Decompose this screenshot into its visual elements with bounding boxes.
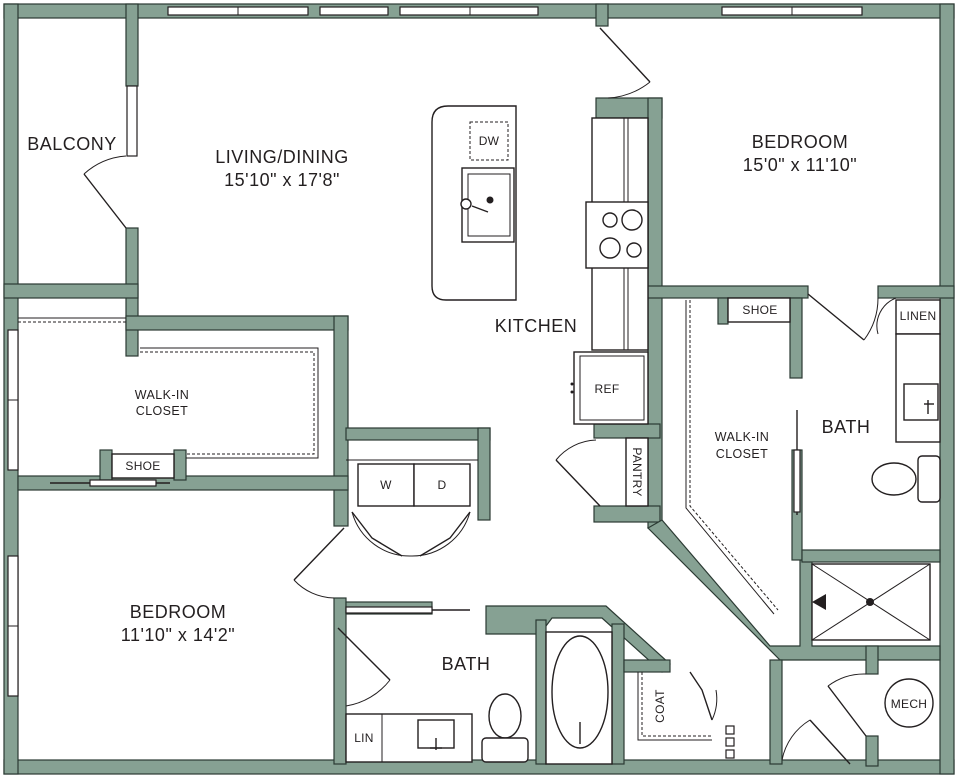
wall-coat-top — [623, 659, 671, 673]
walkin2-line2: CLOSET — [716, 447, 768, 461]
room-bedroom2-name: BEDROOM — [130, 602, 227, 622]
toilet-bath1 — [871, 462, 917, 496]
linen-closet — [895, 299, 941, 335]
wall-bed1-bottom — [647, 285, 809, 299]
pantry-shelf — [625, 437, 649, 507]
labels: BALCONY LIVING/DINING 15'10" x 17'8" KIT… — [27, 132, 936, 745]
dishwasher-outline — [469, 121, 509, 161]
burner-icon — [621, 209, 643, 231]
burner-icon — [602, 212, 618, 228]
toilet-bath2 — [488, 693, 522, 739]
wall-tub-left — [535, 619, 547, 765]
wall-laundry-right — [477, 427, 491, 521]
burner-icon — [626, 242, 642, 258]
room-living-dim: 15'10" x 17'8" — [224, 170, 340, 190]
mech-unit — [884, 678, 934, 728]
kitchen-fixtures — [431, 105, 649, 507]
label-mech: MECH — [891, 697, 928, 711]
label-lin: LIN — [354, 731, 374, 745]
shower-head-icon — [812, 594, 826, 610]
wall-kitchen-right — [647, 97, 663, 529]
room-bath2: BATH — [442, 654, 491, 674]
wall-bed1-left — [595, 3, 609, 27]
walkin1-line2: CLOSET — [136, 404, 188, 418]
label-shoe-right: SHOE — [742, 303, 777, 317]
wall-balcony-bottom — [3, 283, 139, 299]
label-shoe-left: SHOE — [125, 459, 160, 473]
dryer — [413, 463, 471, 507]
walkin2-line1: WALK-IN — [715, 430, 769, 444]
sink-bath1 — [903, 383, 939, 421]
shoe-shelf-left — [111, 453, 175, 479]
wall-shoe-left-side2 — [173, 449, 187, 481]
wall-bed1-bottom-right — [877, 285, 955, 299]
wall-pantry-bottom — [593, 505, 661, 523]
label-dw: DW — [479, 134, 500, 148]
wall-laundry-top — [345, 427, 491, 441]
walkin1-line1: WALK-IN — [135, 388, 189, 402]
toilet-tank-bath2 — [481, 737, 529, 763]
wall-coat-left — [611, 623, 625, 765]
windows — [7, 6, 863, 697]
label-coat: COAT — [653, 689, 667, 723]
label-dryer: D — [438, 478, 447, 492]
wall-bottom — [3, 759, 955, 775]
walls — [3, 3, 955, 775]
wall-bath2-top-right — [485, 605, 671, 673]
room-bedroom1-name: BEDROOM — [752, 132, 849, 152]
wall-shoe-right-l — [717, 297, 729, 325]
label-pantry: PANTRY — [630, 447, 644, 496]
room-bath1: BATH — [822, 417, 871, 437]
wall-mech-left — [865, 645, 879, 675]
room-living-name: LIVING/DINING — [215, 147, 349, 167]
wall-closet-top — [125, 315, 349, 331]
window-top-3 — [399, 6, 539, 16]
washer — [357, 463, 415, 507]
faucet-icon — [486, 196, 494, 204]
wall-bed2-lower — [333, 597, 347, 765]
toilet-tank-bath1 — [917, 455, 941, 503]
room-bedroom1-dim: 15'0" x 11'10" — [743, 155, 857, 175]
shower-drain-icon — [866, 598, 874, 606]
doors — [50, 27, 897, 765]
wall-right — [939, 3, 955, 775]
wall-pantry-top — [593, 423, 661, 439]
room-kitchen: KITCHEN — [495, 316, 578, 336]
shoe-shelf-right — [727, 297, 791, 323]
label-linen: LINEN — [900, 309, 937, 323]
closet-fixtures — [18, 297, 791, 615]
window-balcony-door — [126, 85, 138, 157]
window-top-2 — [319, 6, 389, 16]
refrigerator — [573, 351, 649, 425]
label-washer: W — [380, 478, 392, 492]
burner-icon — [599, 237, 621, 259]
wall-mech-left-lower — [865, 735, 879, 767]
bath-fixtures — [345, 299, 941, 765]
label-ref: REF — [595, 382, 620, 396]
wall-balcony-side — [125, 3, 139, 87]
wall-shoe-right-r — [789, 297, 803, 379]
wall-entry-left — [769, 659, 783, 765]
wall-closet-right — [333, 315, 349, 527]
room-balcony: BALCONY — [27, 134, 117, 154]
wall-shoe-left-side — [99, 449, 113, 481]
wall-shower-top — [801, 549, 941, 563]
room-bedroom2-dim: 11'10" x 14'2" — [121, 625, 235, 645]
